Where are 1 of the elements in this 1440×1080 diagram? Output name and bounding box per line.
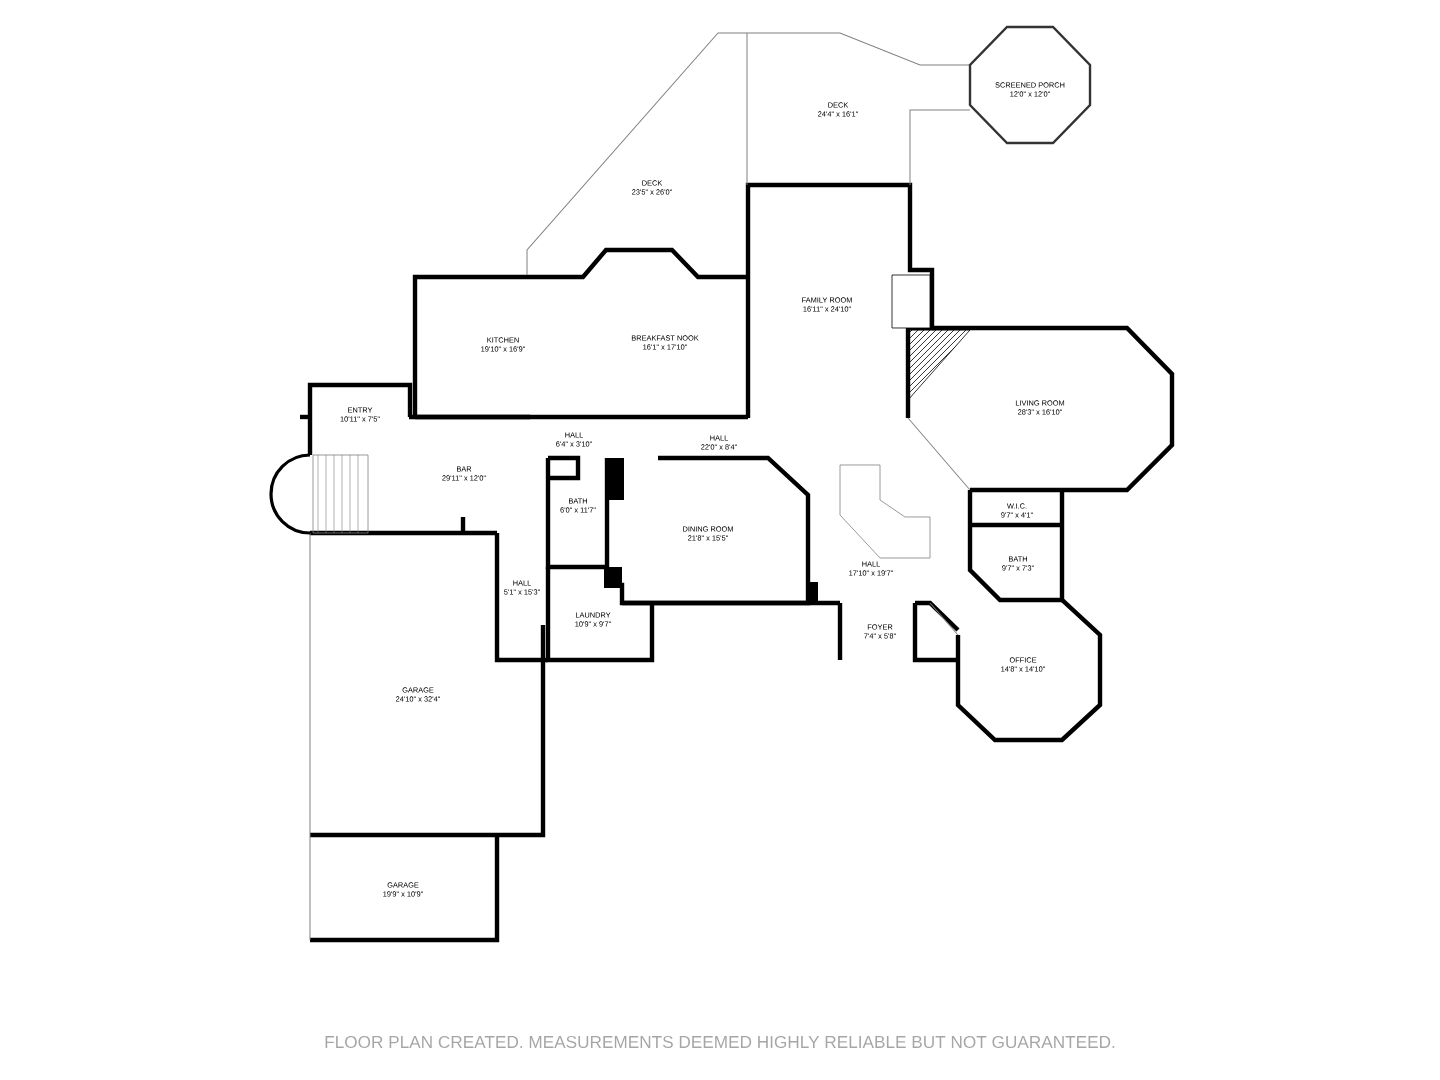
footer-note: FLOOR PLAN CREATED. MEASUREMENTS DEEMED HIGHLY RELIABLE BUT NOT GUARANTEED. (325, 1035, 1115, 1049)
